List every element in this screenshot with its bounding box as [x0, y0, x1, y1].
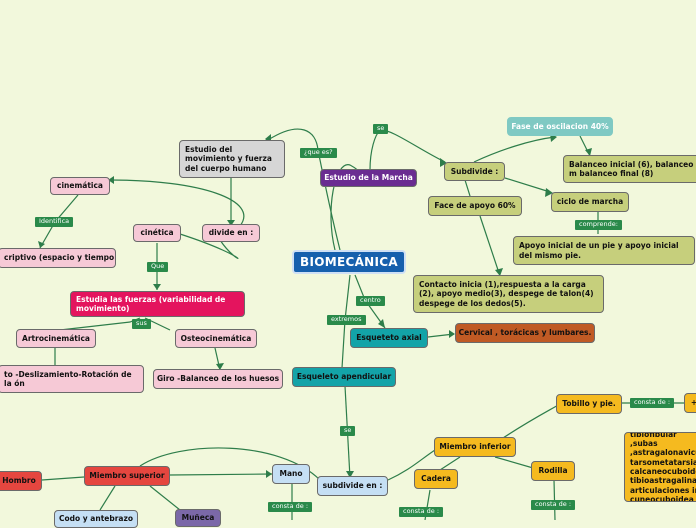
node-ciclo-marcha[interactable]: ciclo de marcha [551, 192, 629, 212]
node-muneca[interactable]: Muñeca [175, 509, 221, 527]
arrowhead [378, 319, 385, 328]
line-inf-cadera [439, 456, 461, 471]
node-esqueleto-axial[interactable]: Esqueteto axial [350, 328, 428, 348]
node-cervical[interactable]: Cervical , torácicas y lumbares. [455, 323, 595, 343]
arrowhead [216, 363, 224, 370]
node-divide-en[interactable]: divide en : [202, 224, 260, 242]
node-subdivide-bottom[interactable]: subdivide en : [317, 476, 388, 496]
line-subdiv-miembroinf [387, 449, 436, 481]
line-sub-fase [473, 136, 556, 163]
link-label-consta-tobillo: consta de : [630, 398, 675, 408]
line-marcha-subdivide [369, 129, 446, 171]
node-tobillo-extra: + [684, 393, 696, 413]
line-inf-tobillo [499, 403, 561, 441]
line-sub-apoyo [464, 179, 471, 197]
link-label-se-top: se [373, 124, 389, 134]
arrowhead [108, 176, 114, 184]
link-label-extremos: extremos [327, 315, 366, 325]
line-apoyo-contacto [479, 215, 501, 277]
node-mano[interactable]: Mano [272, 464, 310, 484]
line-divide-cinematica [109, 179, 245, 227]
node-cinematica[interactable]: cinemática [50, 177, 110, 195]
node-fase-oscilacion[interactable]: Fase de oscilacion 40% [507, 117, 613, 136]
node-esqueleto-apendicular[interactable]: Esqueleto apendicular [292, 367, 396, 387]
link-label-que: Que [147, 262, 169, 272]
arrowhead [449, 330, 455, 338]
link-label-consta-mano: consta de : [268, 502, 313, 512]
node-deslizamiento[interactable]: to -Deslizamiento-Rotación de la ón [0, 365, 144, 393]
link-label-que-es: ¿que es? [300, 148, 337, 158]
arrowhead [227, 220, 235, 226]
line-sup-mano [169, 473, 273, 476]
link-label-identifica: Identifica [35, 217, 74, 227]
node-subdivide-top[interactable]: Subdivide : [444, 162, 505, 181]
node-estudia-fuerzas[interactable]: Estudia las fuerzas (variabilidad de mov… [70, 291, 245, 317]
node-hombro[interactable]: Hombro [0, 471, 42, 491]
node-giro-balanceo[interactable]: Giro -Balanceo de los huesos [153, 369, 283, 389]
node-miembro-superior[interactable]: Miembro superior [84, 466, 170, 486]
node-balanceo-inicial[interactable]: Balanceo inicial (6), balanceo m balance… [563, 155, 696, 183]
arrowhead [495, 268, 503, 276]
node-miembro-inferior[interactable]: Miembro inferior [434, 437, 516, 457]
node-tibiofibular[interactable]: tibiofibular ,subas ,astragalonavicu tar… [624, 432, 696, 502]
node-rodilla[interactable]: Rodilla [531, 461, 575, 481]
line-sup-codo [99, 485, 116, 511]
line-sub-ciclo [504, 177, 551, 193]
node-descriptivo[interactable]: criptivo (espacio y tiempo ) [0, 248, 116, 268]
node-codo-antebrazo[interactable]: Codo y antebrazo [54, 510, 138, 528]
line-sup-hombro [41, 476, 85, 481]
link-label-comprende: comprende: [575, 220, 622, 230]
node-osteocinematica[interactable]: Osteocinemática [175, 329, 257, 348]
node-contacto-inicial[interactable]: Contacto inicia (1),respuesta a la carga… [413, 275, 604, 313]
arrowhead [585, 148, 592, 156]
node-artrocinematica[interactable]: Artrocinemática [16, 329, 96, 348]
node-estudio-marcha[interactable]: Estudio de la Marcha [320, 169, 417, 187]
arrowhead [440, 158, 447, 167]
link-label-consta-cadera: consta de : [399, 507, 444, 517]
node-estudio-movimiento[interactable]: Estudio del movimiento y fuerza del cuer… [179, 140, 285, 178]
arrowhead [545, 188, 553, 197]
node-face-apoyo[interactable]: Face de apoyo 60% [428, 196, 522, 216]
node-apoyo-inicial[interactable]: Apoyo inicial de un pie y apoyo inicial … [513, 236, 695, 265]
node-tobillo-pie[interactable]: Tobillo y pie. [556, 394, 622, 414]
root-node-biomecanica[interactable]: BIOMECÁNICA [292, 250, 406, 274]
link-label-se-bottom: se [340, 426, 356, 436]
link-label-consta-rodilla: consta de : [531, 500, 576, 510]
arrowhead [153, 284, 161, 290]
arrowhead [346, 471, 354, 478]
link-label-sus: sus [132, 319, 151, 329]
node-cadera[interactable]: Cadera [414, 469, 458, 489]
line-sup-muneca [149, 485, 181, 511]
node-cinetica[interactable]: cinética [133, 224, 181, 242]
line-divide-cinetica [179, 233, 239, 260]
arrowhead [266, 470, 272, 478]
arrowhead [38, 241, 45, 248]
link-label-centro: centro [356, 296, 385, 306]
